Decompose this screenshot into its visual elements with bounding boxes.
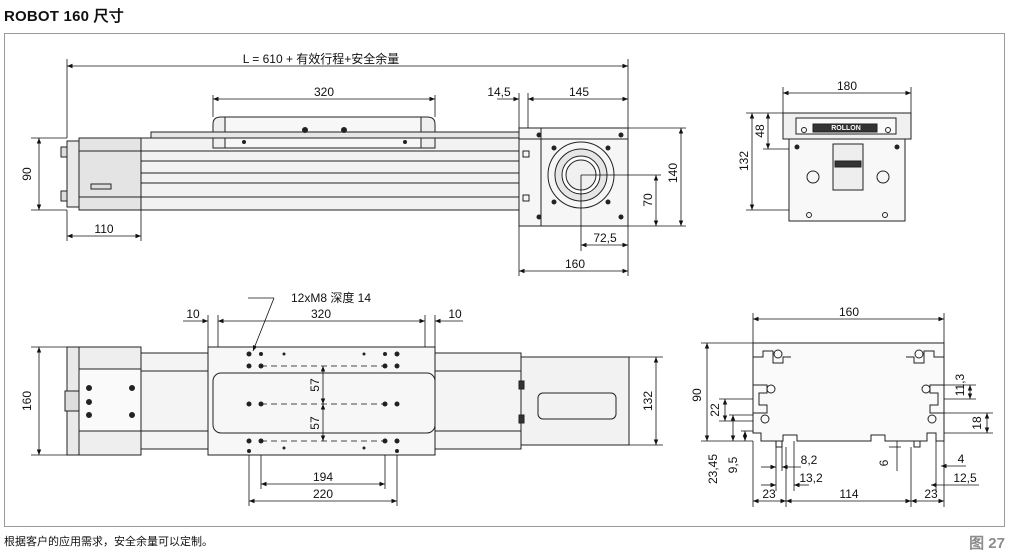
profile-dimensions — [701, 313, 993, 507]
dim-center-70: 70 — [641, 193, 655, 207]
dim-carriage-220: 220 — [313, 487, 333, 501]
dim-profile-12-5: 12,5 — [953, 471, 977, 485]
technical-drawing: L = 610 + 有效行程+安全余量 320 90 110 — [20, 51, 993, 507]
figure-label: 图 27 — [969, 535, 1005, 552]
page-title: ROBOT 160 尺寸 — [4, 8, 124, 25]
dim-hole-57-lower: 57 — [308, 416, 322, 430]
dim-profile-8-2: 8,2 — [801, 453, 818, 467]
dim-gap-10-right: 10 — [448, 307, 462, 321]
dim-length-110: 110 — [94, 222, 113, 236]
front-end-view — [782, 112, 912, 222]
top-side-view — [60, 116, 524, 211]
dim-profile-9-5: 9,5 — [726, 456, 740, 473]
dim-profile-23-left: 23 — [762, 487, 776, 501]
top-side-dimensions — [31, 59, 629, 241]
dim-gap-10-left: 10 — [186, 307, 200, 321]
profile-cross-section — [752, 342, 945, 448]
dim-offset-14-5: 14,5 — [487, 85, 511, 99]
dim-profile-23-right: 23 — [924, 487, 938, 501]
motor-flange-dimensions — [497, 93, 686, 276]
dim-profile-18: 18 — [970, 416, 984, 430]
bottom-plan-dimensions — [31, 297, 663, 506]
dim-height-90: 90 — [20, 167, 34, 181]
dim-motor-width-145: 145 — [569, 85, 589, 99]
dim-width-132-right: 132 — [641, 391, 655, 411]
dim-width-160-left: 160 — [20, 391, 34, 411]
dim-front-width-180: 180 — [837, 79, 857, 93]
dim-carriage-length-bottom: 320 — [311, 307, 331, 321]
bottom-plan-view — [64, 346, 630, 456]
dim-profile-13-2: 13,2 — [799, 471, 823, 485]
rollon-logo-text: ROLLON — [831, 125, 861, 132]
dim-profile-4: 4 — [958, 452, 965, 466]
dim-profile-90: 90 — [690, 388, 704, 402]
footnote: 根据客户的应用需求，安全余量可以定制。 — [4, 536, 213, 548]
dim-motor-height-140: 140 — [666, 163, 680, 183]
dim-hole-194: 194 — [313, 470, 333, 484]
drawing-frame: L = 610 + 有效行程+安全余量 320 90 110 — [4, 33, 1005, 527]
dim-profile-160: 160 — [839, 305, 859, 319]
dim-profile-114: 114 — [839, 487, 858, 501]
dim-front-48: 48 — [753, 124, 767, 138]
dim-carriage-length-top: 320 — [314, 85, 334, 99]
motor-flange-view — [518, 127, 629, 227]
dim-profile-11-3: 11,3 — [953, 373, 967, 396]
dim-hole-57-upper: 57 — [308, 378, 322, 392]
dim-profile-22: 22 — [708, 403, 722, 417]
dim-motor-width-160: 160 — [565, 257, 585, 271]
hole-spec-label: 12xM8 深度 14 — [291, 290, 371, 305]
front-end-dimensions — [746, 87, 912, 211]
dim-overall-length: L = 610 + 有效行程+安全余量 — [243, 51, 400, 66]
dim-profile-23-45: 23,45 — [706, 454, 720, 484]
dim-profile-6: 6 — [877, 459, 891, 466]
dim-center-72-5: 72,5 — [593, 231, 617, 245]
dim-front-132: 132 — [737, 151, 751, 171]
